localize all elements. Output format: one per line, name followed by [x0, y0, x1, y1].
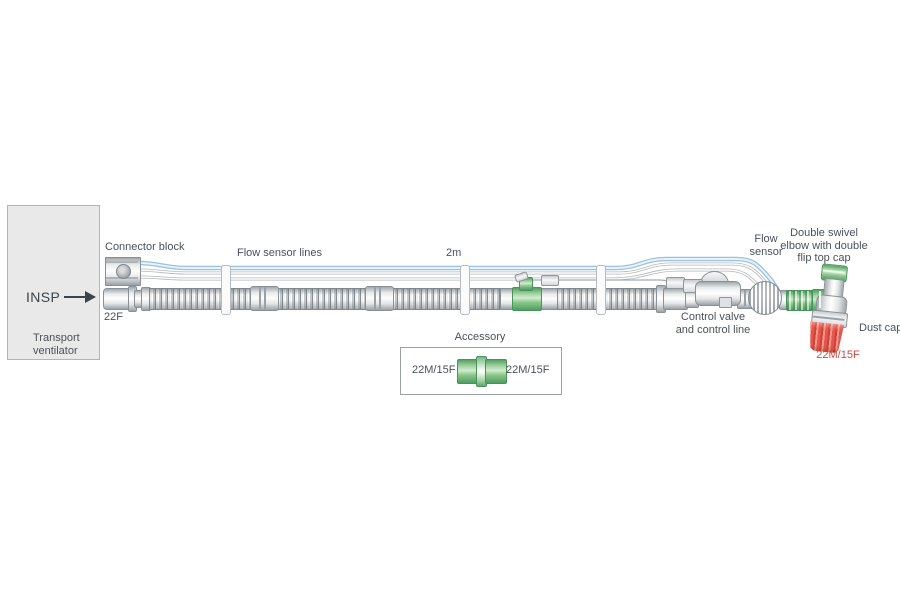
control-valve-label-line1: Control valve [680, 311, 746, 323]
swivel-coupler-slot [819, 291, 821, 308]
valve-to-sensor-ring [744, 290, 746, 306]
control-valve-label: Control valve and control line [663, 311, 763, 336]
accessory-right-size: 22M/15F [506, 364, 550, 376]
insp-arrow [64, 296, 86, 299]
accessory-connector-right [485, 359, 507, 384]
elbow-size-label: 22M/15F [816, 349, 860, 361]
hose-sleeve-2-ring [374, 287, 376, 309]
flow-sensor-bulb [748, 281, 782, 315]
dust-cap-label: Dust cap [859, 322, 900, 334]
flow-sensor-line-blue-core [138, 258, 779, 292]
control-valve-body [695, 281, 741, 306]
insp-port-label: INSP [26, 289, 61, 305]
flow-sensor-label-line2: sensor [749, 245, 783, 258]
accessory-left-size: 22M/15F [412, 364, 456, 376]
elbow-label-line1: Double swivel [790, 227, 858, 239]
line-strap-1 [221, 265, 231, 315]
transport-ventilator-box [7, 205, 100, 360]
elbow-label: Double swivel elbow with double flip top… [772, 227, 876, 265]
connector-block-dial [116, 264, 131, 279]
connector-block-label: Connector block [105, 241, 185, 253]
line-strap-2 [460, 265, 470, 315]
flow-sensor-lines-label: Flow sensor lines [237, 247, 322, 259]
ventilator-label-line2: ventilator [33, 344, 78, 357]
hose-sleeve-2-ring2 [379, 287, 381, 309]
tube-length-label: 2m [446, 247, 462, 259]
corrugated-hose-segment-4 [557, 288, 658, 310]
control-valve-tab [719, 297, 732, 308]
hose-sleeve-1-ring2 [264, 287, 266, 309]
ventilator-label-line1: Transport [33, 332, 80, 344]
inlet-connector-22f [103, 288, 131, 310]
elbow-label-line2: elbow with double [780, 239, 868, 252]
corrugated-hose-segment-1 [149, 288, 251, 310]
corrugated-hose-segment-2 [276, 288, 366, 310]
hose-sleeve-1-ring [259, 287, 261, 309]
connector-block-top-band [106, 261, 138, 263]
control-valve-label-line2: and control line [675, 323, 751, 336]
line-strap-3 [596, 265, 606, 315]
flow-sensor-label-line1: Flow [754, 233, 778, 245]
insp-arrow-head [85, 291, 96, 303]
control-line-connector-1 [541, 275, 559, 286]
ventilator-label: Transport ventilator [33, 332, 80, 357]
accessory-title: Accessory [454, 331, 506, 343]
double-swivel-elbow [807, 261, 862, 357]
corrugated-hose-segment-3 [391, 288, 501, 310]
flow-sensor-label: Flow sensor [738, 233, 794, 258]
inlet-size-label: 22F [104, 311, 123, 323]
elbow-label-line3: flip top cap [797, 252, 851, 264]
